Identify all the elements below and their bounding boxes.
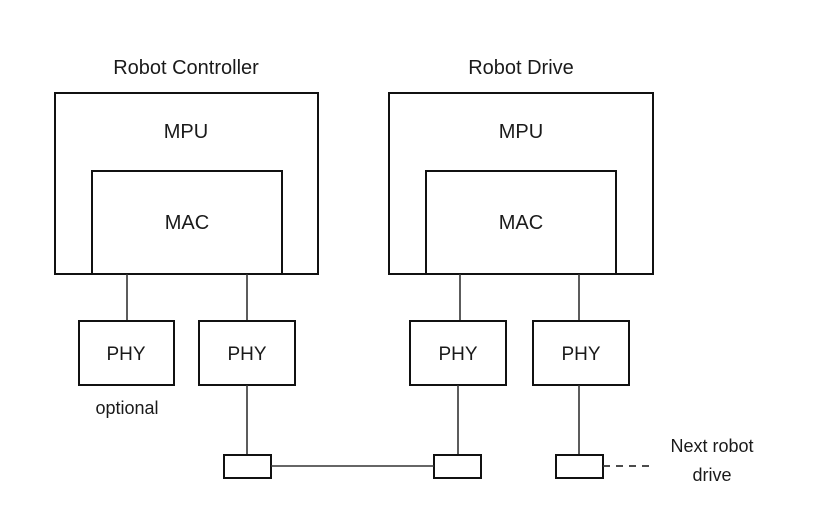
drive-phy2-label: PHY <box>561 344 600 365</box>
controller-port-connector <box>223 454 272 479</box>
drive-mac-box <box>425 170 617 275</box>
controller-phy2-box <box>198 320 296 386</box>
controller-phy1-box <box>78 320 175 386</box>
drive-mac-label: MAC <box>499 212 543 234</box>
controller-phy2-label: PHY <box>227 344 266 365</box>
controller-mpu-label: MPU <box>164 121 208 143</box>
controller-mac-box <box>91 170 283 275</box>
drive-phy2-box <box>532 320 630 386</box>
drive-title: Robot Drive <box>468 57 574 79</box>
controller-phy1-note: optional <box>95 398 158 418</box>
next-robot-drive-label-line2: drive <box>692 465 731 485</box>
drive-phy1-box <box>409 320 507 386</box>
controller-phy1-label: PHY <box>106 344 145 365</box>
controller-title: Robot Controller <box>113 57 259 79</box>
drive-in-port-connector <box>433 454 482 479</box>
drive-out-port-connector <box>555 454 604 479</box>
drive-phy1-label: PHY <box>438 344 477 365</box>
drive-mpu-label: MPU <box>499 121 543 143</box>
next-robot-drive-label-line1: Next robot <box>670 436 753 456</box>
controller-mac-label: MAC <box>165 212 209 234</box>
